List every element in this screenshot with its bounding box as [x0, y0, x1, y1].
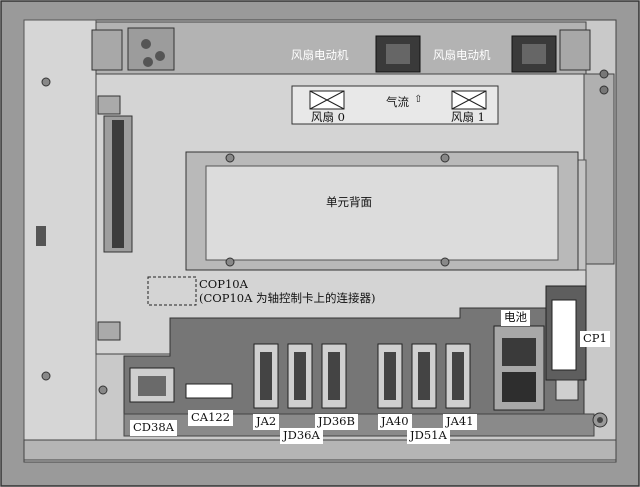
fan1-label: 风扇 1: [451, 110, 485, 124]
slot-latch-bottom: [97, 321, 121, 341]
ja41-label: JA41: [443, 414, 477, 430]
connector-pin: [155, 51, 165, 61]
airflow-arrow-icon: ⇧: [414, 94, 423, 105]
right-rail: [583, 73, 615, 265]
cop10a-label: COP10A: [199, 277, 248, 291]
slot-latch-top: [97, 95, 121, 115]
connector-pin: [141, 39, 151, 49]
jd36b-label: JD36B: [315, 414, 358, 430]
left-screw-bottom: [41, 371, 51, 381]
right-bracket: [559, 29, 591, 71]
unit-back-inner: [205, 165, 559, 261]
left-panel: [23, 19, 97, 441]
cp1-latch: [555, 379, 579, 401]
cd38a-jack: [138, 376, 166, 396]
slot-connector: [112, 120, 124, 248]
fan-motor-right-label: 风扇电动机: [433, 48, 491, 62]
right-screw-mid: [599, 85, 609, 95]
motor-detail: [386, 44, 410, 64]
connector-ja2: [253, 343, 279, 409]
connector-pin: [143, 57, 153, 67]
cop10a-note: (COP10A 为轴控制卡上的连接器): [199, 291, 376, 305]
left-latch: [36, 226, 46, 246]
ja40-label: JA40: [378, 414, 412, 430]
cop10a-outline: [147, 276, 197, 306]
connector-jd36b: [321, 343, 347, 409]
connector-ja41: [445, 343, 471, 409]
cp1-plate: [551, 299, 577, 371]
motor-detail: [522, 44, 546, 64]
cd38a-label: CD38A: [130, 420, 177, 436]
connector-jd51a: [411, 343, 437, 409]
ca122-label: CA122: [188, 410, 234, 426]
fan0-label: 风扇 0: [311, 110, 345, 124]
connector-jd36a: [287, 343, 313, 409]
jd51a-label: JD51A: [407, 428, 450, 444]
battery-label: 电池: [501, 310, 530, 326]
left-bracket: [91, 29, 123, 71]
ja2-label: JA2: [253, 414, 280, 430]
unit-back-label: 单元背面: [326, 195, 372, 209]
left-screw-top: [41, 77, 51, 87]
cp1-label: CP1: [580, 331, 610, 347]
ca122-port: [185, 383, 233, 399]
battery-plug: [502, 372, 536, 402]
right-screw-top: [599, 69, 609, 79]
connector-ja40: [377, 343, 403, 409]
fan-motor-left-label: 风扇电动机: [291, 48, 349, 62]
jd36a-label: JD36A: [280, 428, 323, 444]
battery-cell: [502, 338, 536, 366]
airflow-label: 气流: [386, 95, 409, 109]
